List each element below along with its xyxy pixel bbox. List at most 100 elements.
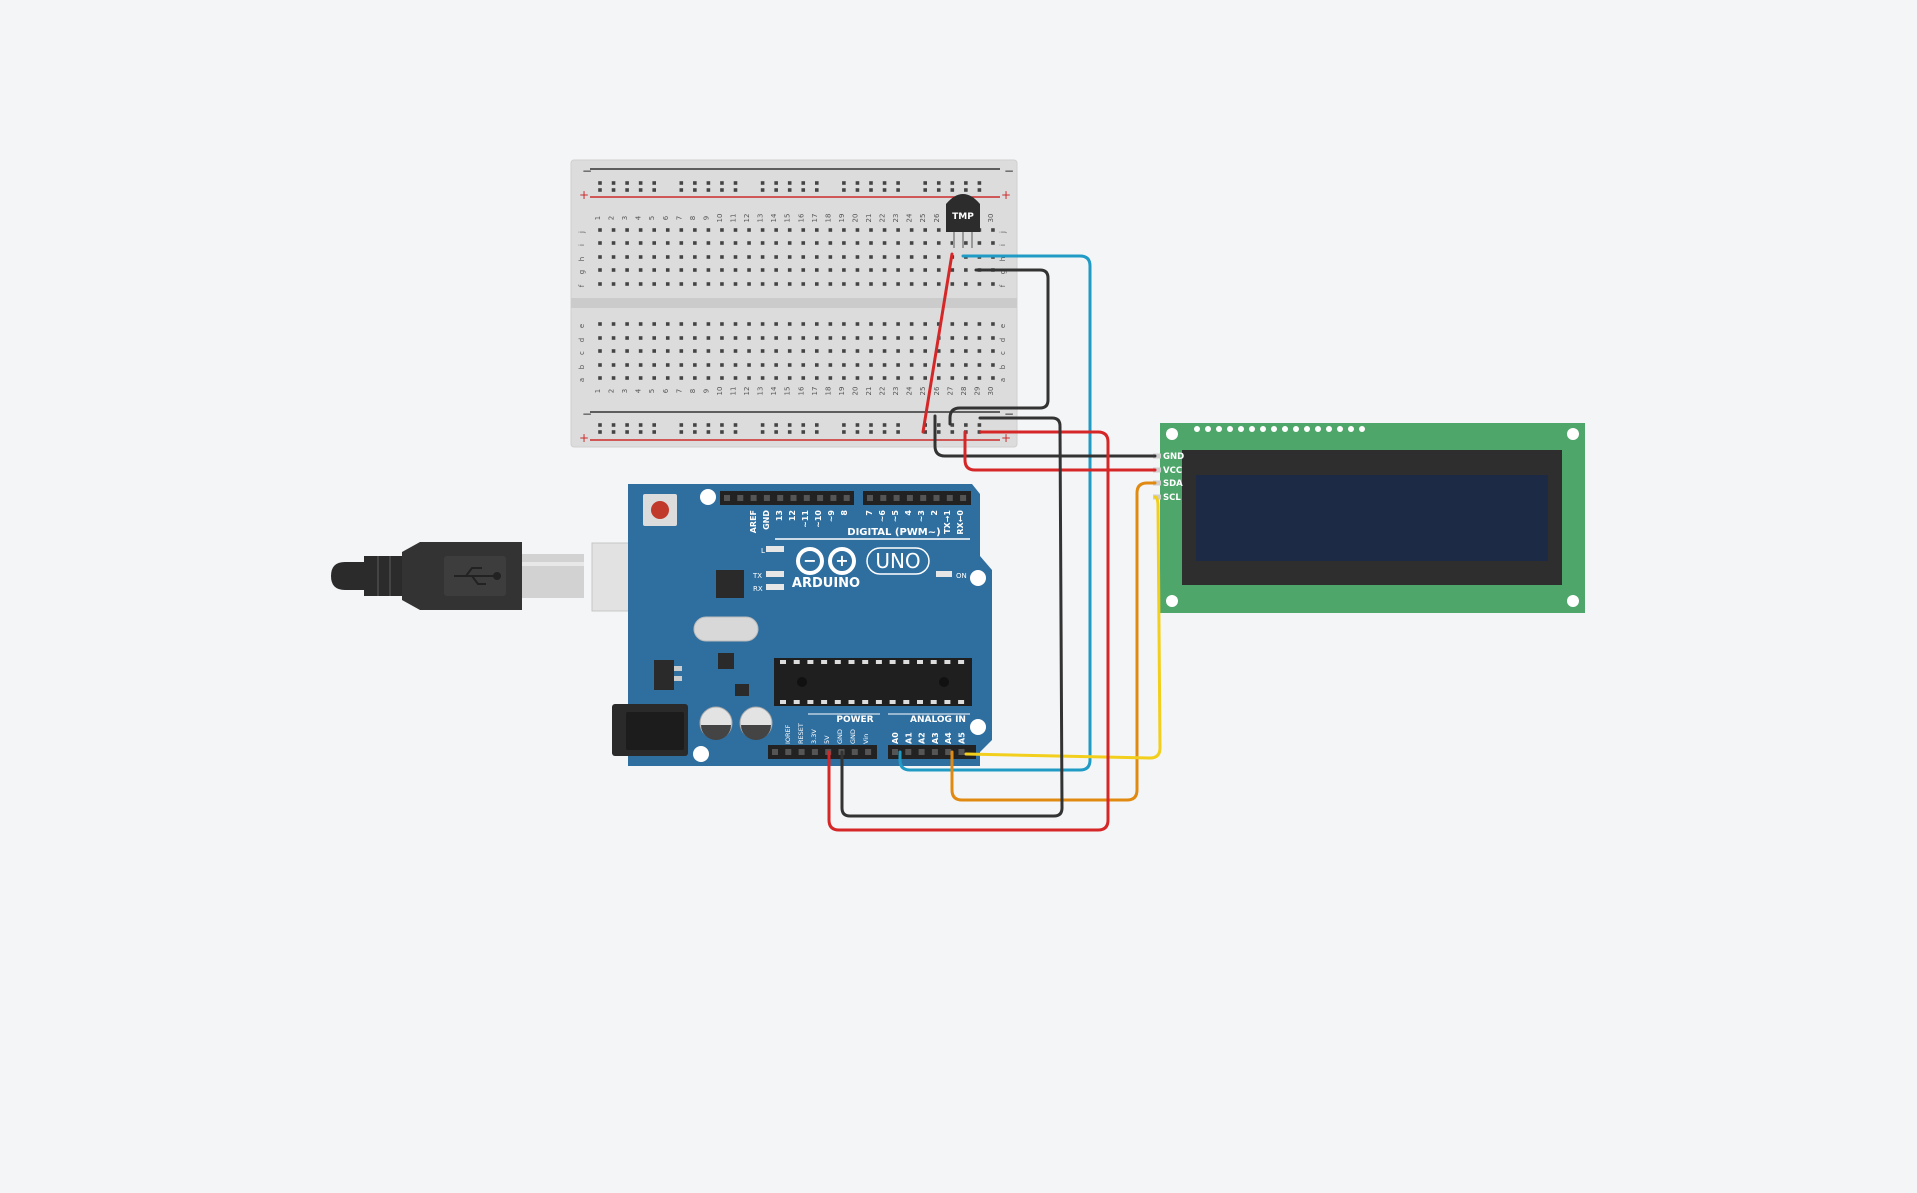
breadboard-hole[interactable]	[720, 228, 724, 232]
breadboard-hole[interactable]	[896, 268, 900, 272]
breadboard-hole[interactable]	[706, 376, 711, 380]
breadboard-hole[interactable]	[652, 376, 656, 380]
breadboard-hole[interactable]	[611, 255, 616, 259]
breadboard-hole[interactable]	[720, 349, 724, 353]
breadboard-hole[interactable]	[679, 255, 684, 259]
breadboard-hole[interactable]	[855, 349, 860, 353]
breadboard-hole[interactable]	[896, 322, 900, 326]
breadboard-hole[interactable]	[611, 268, 616, 272]
breadboard-hole[interactable]	[652, 282, 656, 286]
breadboard-hole[interactable]	[598, 322, 602, 326]
breadboard-hole[interactable]	[923, 255, 927, 259]
rail-hole[interactable]	[774, 181, 778, 185]
header-socket[interactable]	[772, 749, 778, 755]
breadboard-hole[interactable]	[991, 376, 995, 380]
rail-hole[interactable]	[896, 188, 900, 192]
wire-lcd-vcc[interactable]	[963, 430, 1157, 472]
breadboard-hole[interactable]	[747, 336, 751, 340]
rail-hole[interactable]	[896, 423, 900, 427]
breadboard-hole[interactable]	[828, 363, 833, 367]
breadboard-hole[interactable]	[665, 228, 670, 232]
breadboard-hole[interactable]	[760, 349, 765, 353]
breadboard-hole[interactable]	[747, 363, 751, 367]
header-socket[interactable]	[811, 749, 818, 755]
rail-hole[interactable]	[950, 430, 955, 434]
breadboard-hole[interactable]	[693, 349, 697, 353]
breadboard-hole[interactable]	[774, 376, 778, 380]
rail-hole[interactable]	[815, 430, 819, 434]
breadboard-hole[interactable]	[855, 336, 860, 340]
breadboard-hole[interactable]	[936, 322, 941, 326]
wire-lcd-sda[interactable]	[950, 481, 1157, 802]
breadboard-hole[interactable]	[611, 336, 616, 340]
breadboard-hole[interactable]	[611, 322, 616, 326]
breadboard-hole[interactable]	[950, 282, 955, 286]
breadboard-hole[interactable]	[693, 363, 697, 367]
rail-hole[interactable]	[936, 188, 941, 192]
header-socket[interactable]	[880, 495, 887, 501]
breadboard-hole[interactable]	[801, 282, 806, 286]
breadboard-hole[interactable]	[733, 282, 738, 286]
rail-hole[interactable]	[950, 181, 955, 185]
rail-hole[interactable]	[936, 181, 941, 185]
breadboard-hole[interactable]	[991, 228, 995, 232]
breadboard-hole[interactable]	[625, 376, 629, 380]
breadboard-hole[interactable]	[720, 363, 724, 367]
header-socket[interactable]	[892, 749, 898, 755]
breadboard-hole[interactable]	[625, 349, 629, 353]
rail-hole[interactable]	[855, 181, 860, 185]
breadboard-hole[interactable]	[964, 241, 968, 245]
breadboard-hole[interactable]	[923, 336, 927, 340]
breadboard-hole[interactable]	[598, 241, 602, 245]
header-socket[interactable]	[920, 495, 927, 501]
rail-hole[interactable]	[693, 423, 697, 427]
breadboard-hole[interactable]	[598, 376, 602, 380]
breadboard-hole[interactable]	[665, 322, 670, 326]
breadboard-hole[interactable]	[665, 268, 670, 272]
breadboard-hole[interactable]	[787, 363, 792, 367]
breadboard-hole[interactable]	[598, 282, 602, 286]
rail-hole[interactable]	[611, 181, 616, 185]
breadboard-hole[interactable]	[869, 255, 873, 259]
rail-hole[interactable]	[964, 181, 968, 185]
breadboard-hole[interactable]	[991, 322, 995, 326]
rail-hole[interactable]	[733, 423, 738, 427]
breadboard-hole[interactable]	[869, 268, 873, 272]
breadboard-hole[interactable]	[638, 376, 643, 380]
header-socket[interactable]	[817, 495, 824, 501]
rail-hole[interactable]	[869, 181, 873, 185]
breadboard-hole[interactable]	[815, 228, 819, 232]
rail-hole[interactable]	[977, 188, 982, 192]
breadboard-hole[interactable]	[923, 349, 927, 353]
breadboard-hole[interactable]	[665, 349, 670, 353]
breadboard-hole[interactable]	[869, 228, 873, 232]
breadboard-hole[interactable]	[896, 349, 900, 353]
breadboard-hole[interactable]	[611, 349, 616, 353]
breadboard-hole[interactable]	[733, 322, 738, 326]
breadboard-hole[interactable]	[882, 228, 887, 232]
breadboard-hole[interactable]	[869, 336, 873, 340]
breadboard-hole[interactable]	[842, 241, 846, 245]
breadboard-hole[interactable]	[977, 363, 982, 367]
rail-hole[interactable]	[720, 188, 724, 192]
breadboard-hole[interactable]	[801, 255, 806, 259]
rail-hole[interactable]	[760, 430, 765, 434]
rail-hole[interactable]	[679, 181, 684, 185]
breadboard-hole[interactable]	[733, 336, 738, 340]
breadboard-hole[interactable]	[815, 268, 819, 272]
breadboard-hole[interactable]	[693, 268, 697, 272]
breadboard-hole[interactable]	[638, 241, 643, 245]
breadboard-hole[interactable]	[652, 268, 656, 272]
breadboard-hole[interactable]	[747, 322, 751, 326]
header-socket[interactable]	[931, 749, 938, 755]
breadboard-hole[interactable]	[882, 255, 887, 259]
breadboard-hole[interactable]	[842, 322, 846, 326]
rail-hole[interactable]	[720, 430, 724, 434]
header-socket[interactable]	[777, 495, 784, 501]
rail-hole[interactable]	[923, 188, 927, 192]
breadboard-hole[interactable]	[652, 363, 656, 367]
rail-hole[interactable]	[598, 430, 602, 434]
header-socket[interactable]	[865, 749, 872, 755]
breadboard-hole[interactable]	[869, 376, 873, 380]
